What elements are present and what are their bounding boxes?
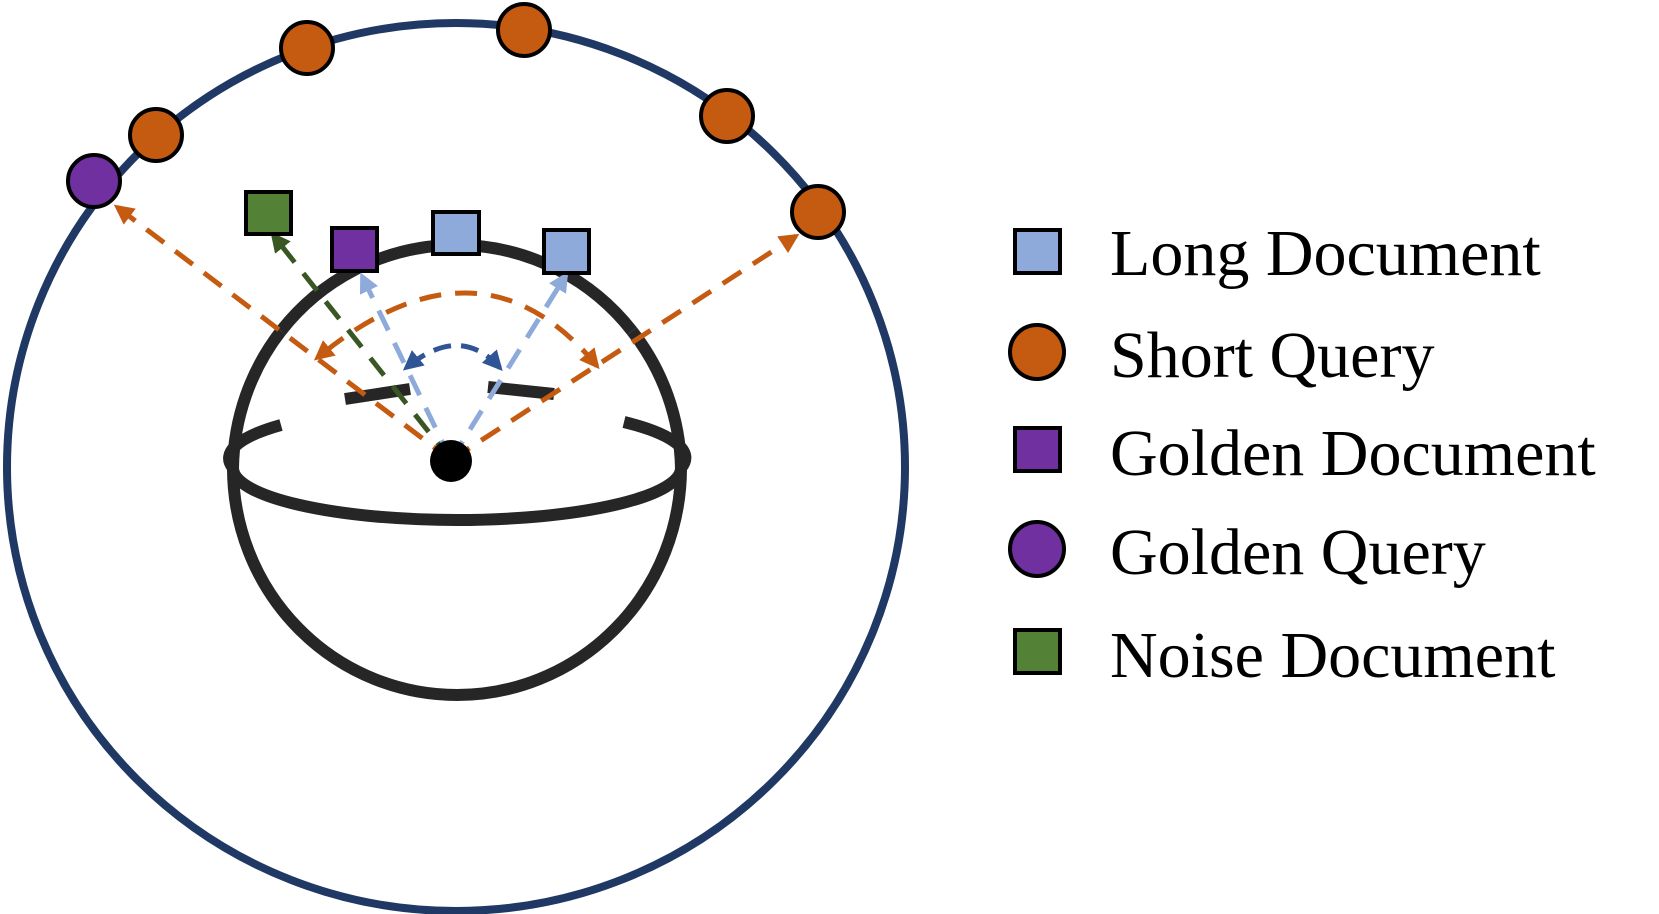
legend-item-long-document: Long Document	[1013, 217, 1541, 290]
legend-label: Golden Document	[1110, 417, 1596, 490]
equator-front	[227, 467, 687, 526]
long-document-swatch	[1013, 228, 1062, 275]
legend-label: Long Document	[1110, 217, 1541, 290]
noise-document-swatch	[1013, 628, 1062, 675]
legend-label: Short Query	[1110, 319, 1434, 392]
vector-to-noise-document	[270, 231, 453, 462]
golden-query-swatch	[1008, 520, 1066, 578]
documents	[244, 190, 591, 275]
short-query-marker	[128, 107, 184, 163]
legend-item-golden-query: Golden Query	[1008, 516, 1486, 589]
legend-item-noise-document: Noise Document	[1013, 619, 1555, 692]
inner-sphere	[223, 239, 692, 701]
short-query-marker	[790, 184, 846, 240]
document-vectors	[359, 271, 569, 462]
document-angle-arc	[402, 343, 503, 371]
legend-item-golden-document: Golden Document	[1013, 417, 1596, 490]
noise-document-marker	[244, 190, 293, 236]
long-document-marker	[431, 210, 481, 256]
equator-back-right	[622, 416, 692, 472]
short-query-marker	[496, 2, 552, 58]
vector-to-short-query	[449, 233, 800, 463]
query-vectors	[113, 204, 800, 463]
queries	[66, 2, 846, 240]
short-query-marker	[279, 20, 335, 76]
origin-point	[430, 440, 472, 482]
short-query-swatch	[1008, 323, 1066, 381]
long-document-marker	[542, 228, 591, 275]
outer-ring	[3, 19, 909, 914]
query-angle-arc	[313, 290, 600, 370]
equator-back-mid-right	[487, 381, 555, 400]
legend-item-short-query: Short Query	[1008, 319, 1434, 392]
equator-back-left	[223, 419, 283, 472]
golden-document-marker	[330, 226, 379, 273]
golden-document-swatch	[1013, 426, 1062, 473]
legend: Long Document Short Query Golden Documen…	[1008, 217, 1596, 692]
golden-query-marker	[66, 153, 122, 209]
sphere-lower-outline	[227, 467, 687, 701]
legend-label: Golden Query	[1110, 516, 1486, 589]
short-query-marker	[699, 88, 755, 144]
vector-to-long-document	[448, 271, 569, 462]
legend-label: Noise Document	[1110, 619, 1555, 692]
